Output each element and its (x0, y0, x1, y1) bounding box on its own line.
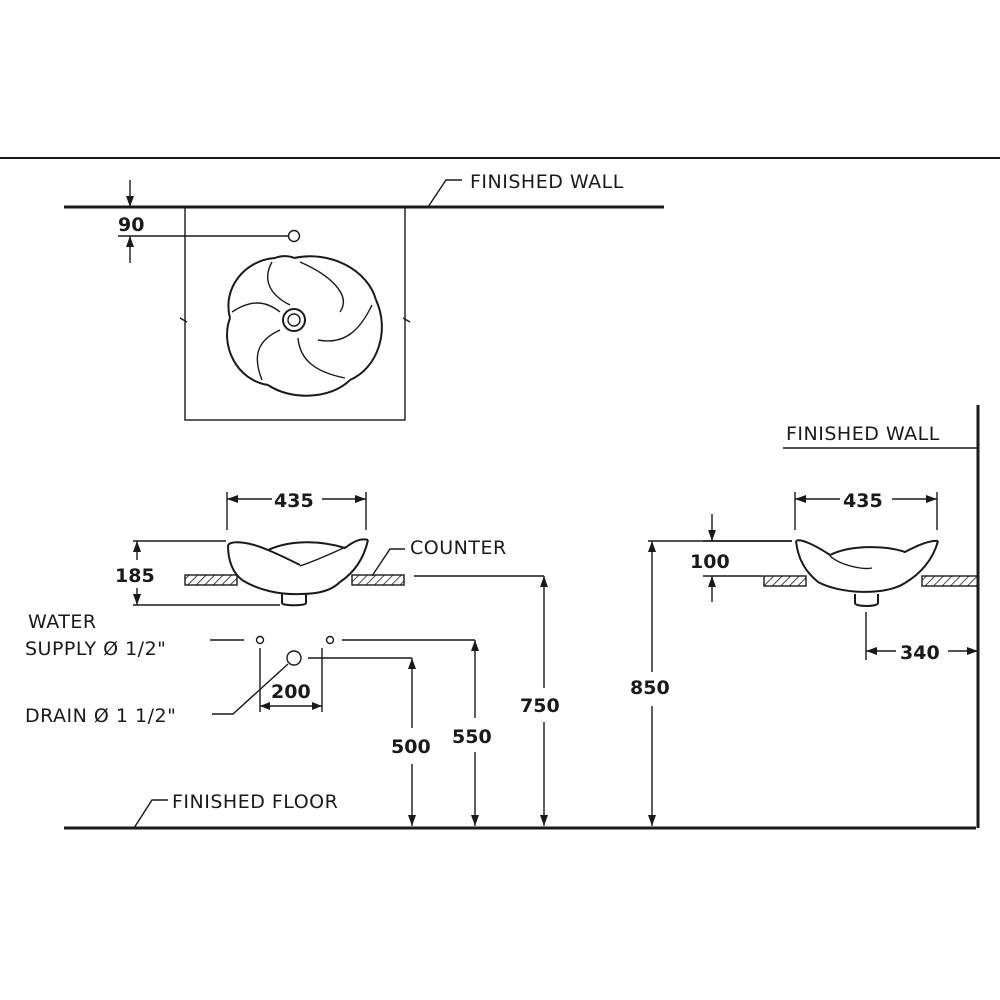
side-counter-right (921, 575, 979, 587)
dim-side-100-label: 100 (690, 551, 730, 573)
height-dimensions: 500 550 750 850 (391, 540, 792, 826)
dim-750-label: 750 (520, 695, 560, 717)
dim-550-arrow-top (471, 640, 479, 651)
side-340-arrow-right (967, 647, 978, 655)
plan-view: FINISHED WALL 90 (64, 171, 664, 421)
basin-plan-flower (226, 255, 383, 397)
tap-hole (287, 229, 301, 243)
front-counter-left (184, 574, 238, 586)
dim-200-arrow-left (260, 702, 270, 710)
dim-500-label: 500 (391, 736, 431, 758)
side-100-arrow-bottom (708, 576, 716, 587)
front-185-arrow-bottom (133, 594, 141, 605)
drain-leader (212, 663, 289, 715)
drain-hole-inner (287, 313, 301, 327)
finished-wall-top-label: FINISHED WALL (470, 171, 624, 193)
dim-200-arrow-right (312, 702, 322, 710)
dim-200-label: 200 (271, 681, 311, 703)
counter-label: COUNTER (410, 537, 507, 559)
water-supply-label-line2: SUPPLY Ø 1/2" (25, 638, 166, 660)
dim-500-arrow-bottom (408, 815, 416, 826)
basin-front-view (227, 538, 369, 607)
plan-break-right (402, 317, 411, 323)
drain-label: DRAIN Ø 1 1/2" (25, 705, 176, 727)
side-100-arrow-top (708, 530, 716, 541)
side-435-arrow-left (795, 495, 806, 503)
dim-side-340-label: 340 (900, 642, 940, 664)
floor-leader (133, 799, 168, 829)
dim-550-arrow-bottom (471, 815, 479, 826)
front-185-arrow-top (133, 541, 141, 552)
front-counter-right (351, 574, 405, 586)
dim-side-435-label: 435 (843, 490, 883, 512)
water-supply-label-line1: WATER (28, 611, 97, 633)
floor: FINISHED FLOOR (64, 791, 976, 830)
dim-90-arrow-bottom (126, 236, 134, 247)
front-435-arrow-left (227, 495, 238, 503)
dim-750-arrow-top (540, 576, 548, 587)
dim-750-arrow-bottom (540, 815, 548, 826)
dim-90-label: 90 (118, 214, 144, 236)
front-elevation: 435 185 COUNTER (115, 490, 544, 607)
supply-hole-right (325, 635, 335, 645)
dim-850-arrow-top (648, 541, 656, 552)
plan-break-left (179, 317, 188, 323)
dim-front-185-label: 185 (115, 565, 155, 587)
dim-front-435-label: 435 (274, 490, 314, 512)
supply-and-drain: WATER SUPPLY Ø 1/2" DRAIN Ø 1 1/2" 200 (25, 611, 475, 727)
dim-850-label: 850 (630, 677, 670, 699)
basin-side-view (795, 539, 939, 607)
side-340-arrow-left (866, 647, 877, 655)
side-elevation: FINISHED WALL 435 100 (690, 405, 980, 828)
finished-wall-side-label: FINISHED WALL (786, 423, 940, 445)
finished-floor-label: FINISHED FLOOR (172, 791, 338, 813)
plan-counter-outline (184, 206, 406, 421)
dim-550-label: 550 (452, 726, 492, 748)
side-435-arrow-right (926, 495, 937, 503)
dim-850-arrow-bottom (648, 815, 656, 826)
counter-leader (371, 548, 405, 577)
supply-hole-left (255, 635, 265, 645)
drain-hole-outer (282, 308, 306, 332)
front-435-arrow-right (355, 495, 366, 503)
dim-90-arrow-top (126, 196, 134, 207)
side-counter-left (763, 575, 807, 587)
drain-outlet (286, 650, 302, 666)
plan-wall-leader (427, 179, 462, 208)
dim-500-arrow-top (408, 658, 416, 669)
